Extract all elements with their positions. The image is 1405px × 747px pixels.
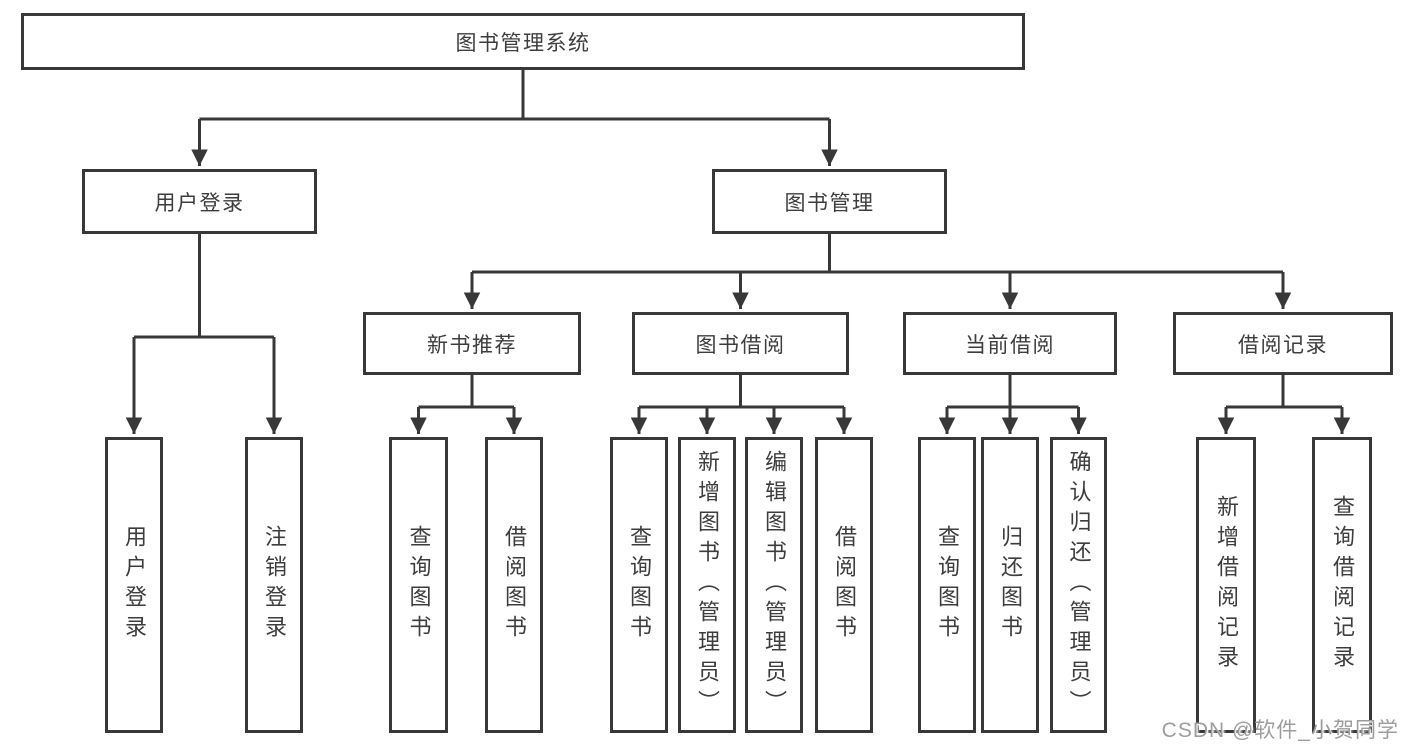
node-book-management: 图书管理: [712, 169, 947, 234]
edge-root-to-level2: [191, 70, 838, 166]
node-borrow-records: 借阅记录: [1173, 312, 1393, 375]
node-root-system: 图书管理系统: [21, 13, 1025, 70]
leaf-query-books-borrow: 查询图书: [610, 437, 668, 733]
leaf-borrow-books: 借阅图书: [815, 437, 873, 733]
leaf-query-borrow-record: 查询借阅记录: [1312, 437, 1372, 733]
leaf-user-login: 用户登录: [105, 437, 163, 733]
node-new-book-recommend: 新书推荐: [363, 312, 581, 375]
leaf-borrow-books-recommend: 借阅图书: [485, 437, 543, 733]
leaf-edit-books-admin: 编辑图书（管理员）: [745, 437, 803, 733]
leaf-add-books-admin: 新增图书（管理员）: [678, 437, 736, 733]
leaf-add-borrow-record: 新增借阅记录: [1196, 437, 1256, 733]
edge-new-book-recommend-children: [410, 375, 523, 434]
leaf-query-books-recommend: 查询图书: [389, 437, 448, 733]
csdn-watermark: CSDN @软件_小贺同学: [1161, 719, 1399, 742]
leaf-confirm-return-admin: 确认归还（管理员）: [1050, 437, 1107, 733]
edge-book-borrow-children: [630, 375, 853, 434]
node-user-login: 用户登录: [82, 169, 317, 234]
leaf-query-books-current: 查询图书: [918, 437, 976, 733]
edge-current-borrow-children: [938, 375, 1087, 434]
node-book-borrow: 图书借阅: [632, 312, 849, 375]
edge-user-login-children: [125, 234, 283, 434]
leaf-logout: 注销登录: [245, 437, 303, 733]
edge-book-management-children: [463, 234, 1292, 309]
node-current-borrow: 当前借阅: [903, 312, 1117, 375]
edge-borrow-records-children: [1217, 375, 1351, 434]
leaf-return-books: 归还图书: [981, 437, 1039, 733]
